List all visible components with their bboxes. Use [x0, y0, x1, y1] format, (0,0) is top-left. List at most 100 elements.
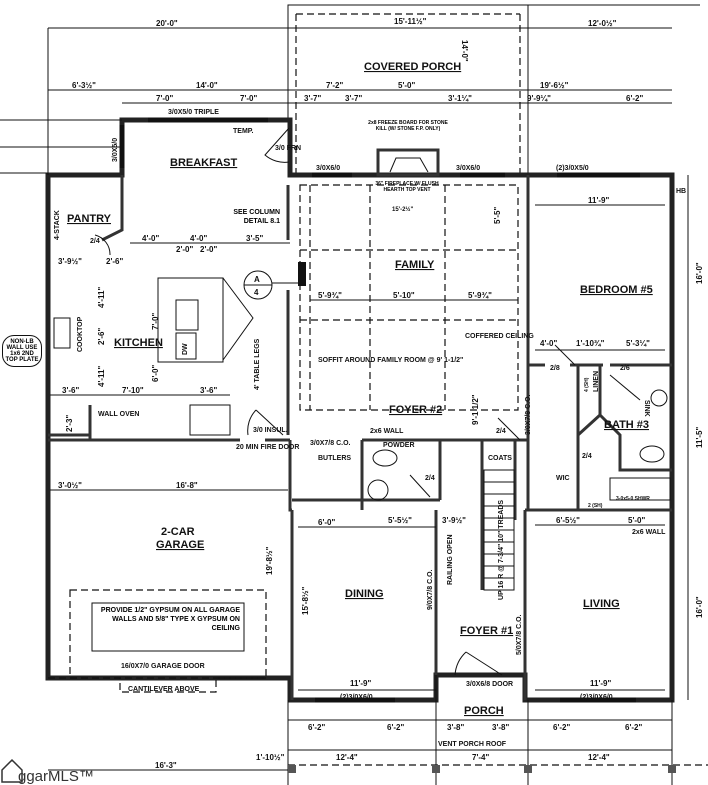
room-kitchen: KITCHEN [114, 337, 163, 349]
note-dining-windows: (2)3/0X6/0 [340, 694, 373, 701]
house-icon [1, 758, 23, 783]
room-labels: COVERED PORCH BREAKFAST PANTRY FAMILY BE… [67, 61, 653, 717]
dim-9-1: 9'-1 1/2" [471, 394, 480, 425]
note-bath-door: 2/6 [620, 365, 630, 372]
dim-4-11a: 4'-11" [97, 287, 106, 308]
dim-3-0: 3'-0½" [58, 481, 82, 490]
dim-19-6: 19'-6½" [540, 81, 569, 90]
room-breakfast: BREAKFAST [170, 157, 238, 169]
dim-bf-b: 7'-0" [240, 94, 257, 103]
coffered-ceiling [299, 184, 519, 411]
dim-7-2: 7'-2" [326, 81, 343, 90]
note-dw: DW [182, 343, 189, 355]
room-family: FAMILY [395, 259, 435, 271]
cantilever-outline [48, 677, 266, 693]
note-2x6-wall: 2x6 WALL [370, 428, 404, 435]
dim-porch-width: 15'-11½" [394, 17, 427, 26]
room-dining: DINING [345, 588, 384, 600]
mls-logo: ggarMLS™ [1, 758, 94, 785]
fireplace [376, 148, 440, 177]
dim-3-1q: 3'-1¼" [448, 94, 472, 103]
note-non-lb-wall-text: NON-LB WALL USE 1x6 2ND TOP PLATE [2, 335, 42, 367]
room-pantry: PANTRY [67, 213, 112, 225]
note-dining-co: 9/0X7/8 C.O. [427, 569, 434, 610]
note-table-legs: 4' TABLE LEGS [254, 338, 261, 390]
note-four-stack: 4-STACK [54, 210, 61, 240]
note-non-lb-wall: NON-LB WALL USE 1x6 2ND TOP PLATE [2, 335, 42, 367]
dim-5-0b: 5'-0" [628, 516, 645, 525]
bath-sink [650, 389, 668, 407]
dim-7-10: 7'-10" [122, 386, 144, 395]
interior-walls [48, 175, 672, 700]
room-living: LIVING [583, 598, 620, 610]
powder-toilet [372, 449, 398, 467]
note-column-detail-text: SEE COLUMN DETAIL 8.1 [233, 209, 280, 225]
dim-6-2a: 6'-2" [308, 723, 325, 732]
room-powder: POWDER [383, 442, 415, 449]
dim-3-8b: 3'-8" [492, 723, 509, 732]
dim-5-10: 5'-10" [393, 291, 415, 300]
dim-3-5: 3'-5" [246, 234, 263, 243]
note-fireplace-text: 36" FIREPLACE W/ FLUSH HEARTH TOP VENT [375, 181, 439, 193]
dimension-labels: 20'-0" 15'-11½" 12'-0½" 6'-3½" 14'-0" 7'… [58, 17, 704, 770]
dim-2-3: 2'-3" [65, 415, 74, 432]
note-railing: RAILING OPEN [447, 534, 454, 585]
dim-6-2c: 6'-2" [553, 723, 570, 732]
note-garage-door: 16/0X7/0 GARAGE DOOR [121, 663, 205, 670]
dim-living-width: 11'-9" [590, 679, 611, 688]
mls-watermark: ggarMLS™ [18, 768, 94, 785]
front-porch [287, 675, 708, 785]
note-wall: WALL OVEN [98, 411, 139, 418]
note-living-co: 5/0X7/8 C.O. [516, 614, 523, 655]
room-bath-3: BATH #3 [604, 419, 649, 431]
dim-2-6b: 2'-6" [97, 328, 106, 345]
room-butlers: BUTLERS [318, 455, 351, 462]
note-temp: TEMP. [233, 128, 254, 135]
note-frn-door: 3/0 FRN [275, 145, 301, 152]
dim-5-3: 5'-3¼" [626, 339, 650, 348]
dimension-lines [0, 27, 689, 771]
room-bedroom-5: BEDROOM #5 [580, 284, 653, 296]
sink-base [189, 404, 231, 436]
garage-door-zone [69, 589, 267, 679]
dim-15-8: 15'-8½" [301, 586, 310, 615]
dim-2-0a: 2'-0" [176, 245, 193, 254]
note-freeze-board: 2x8 FREEZE BOARD FOR STONE KILL (W/ STON… [368, 120, 448, 132]
dim-3-8a: 3'-8" [447, 723, 464, 732]
dim-16-3: 16'-3" [155, 761, 177, 770]
room-foyer-1: FOYER #1 [460, 625, 513, 637]
section-number: 4 [254, 288, 259, 297]
dim-9-9: 9'-9¼" [527, 94, 551, 103]
dim-living-depth: 16'-0" [695, 596, 704, 618]
note-windows-bedroom: (2)3/0X5/0 [556, 165, 589, 172]
note-hb: HB [676, 188, 686, 195]
dim-19-8: 19'-8½" [265, 546, 274, 575]
note-triple-window: 3/0X5/0 TRIPLE [168, 109, 219, 116]
dim-16-8: 16'-8" [176, 481, 198, 490]
dim-fireplace: 15'-2½" [392, 206, 413, 213]
note-soffit: SOFFIT AROUND FAMILY ROOM @ 9' 1-1/2" [318, 357, 463, 364]
note-linen-sh: 4 (SH) [584, 377, 590, 392]
note-gypsum-text: PROVIDE 1/2" GYPSUM ON ALL GARAGE WALLS … [100, 607, 240, 632]
dim-5-9a: 5'-9¾" [318, 291, 342, 300]
note-door-3068: 3/0X6/0 [316, 165, 340, 172]
note-stairs: UP 16 R @ 7-3/4" 10" TREADS [498, 500, 505, 600]
room-foyer-2: FOYER #2 [389, 404, 442, 416]
dim-5-5b: 5'-5½" [388, 516, 412, 525]
note-cantilever: CANTILEVER ABOVE [128, 686, 200, 693]
dim-6-2d: 6'-2" [625, 723, 642, 732]
annotations: 3/0X5/0 TRIPLE TEMP. 3/0 FRN 3/0X5/0 3/0… [2, 109, 686, 748]
dim-3-9b: 3'-9½" [442, 516, 466, 525]
dim-1-10: 1'-10½" [256, 753, 285, 762]
cooktop [53, 317, 71, 349]
dim-bed-depth: 16'-0" [695, 262, 704, 284]
room-coats: COATS [488, 455, 512, 462]
note-coats-door: 2/4 [496, 428, 506, 435]
section-marker [243, 270, 300, 300]
doors [94, 127, 641, 676]
gypsum-note-box [91, 602, 245, 652]
room-covered-porch: COVERED PORCH [364, 61, 461, 73]
dim-6-0b: 6'-0" [318, 518, 335, 527]
dim-12-4a: 12'-4" [336, 753, 358, 762]
